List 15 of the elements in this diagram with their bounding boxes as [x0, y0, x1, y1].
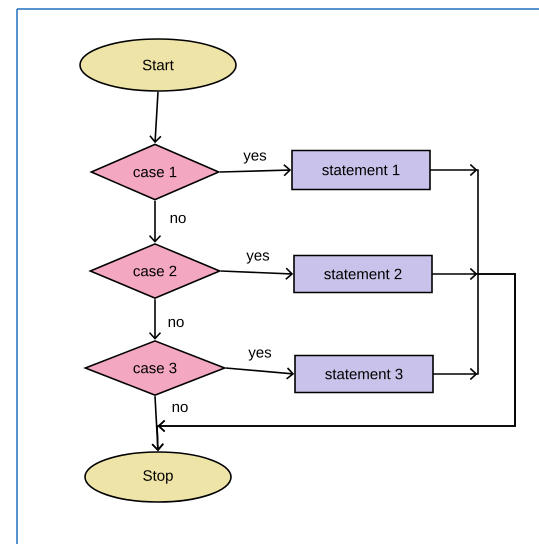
edge-label: yes	[247, 348, 273, 362]
arrow	[220, 268, 294, 280]
process-box: statement 3	[294, 354, 434, 394]
edge-label: no	[168, 214, 188, 224]
edge-label: no	[170, 402, 190, 414]
edge-label: yes	[242, 151, 268, 165]
arrow	[226, 367, 294, 380]
edge-label: yes	[245, 251, 271, 265]
arrow	[149, 92, 162, 144]
process-box: statement 1	[291, 150, 431, 190]
arrow	[148, 200, 162, 243]
edge-label: no	[166, 318, 186, 328]
arrow	[148, 299, 162, 340]
arrow	[220, 164, 292, 176]
process-box: statement 2	[293, 254, 433, 294]
